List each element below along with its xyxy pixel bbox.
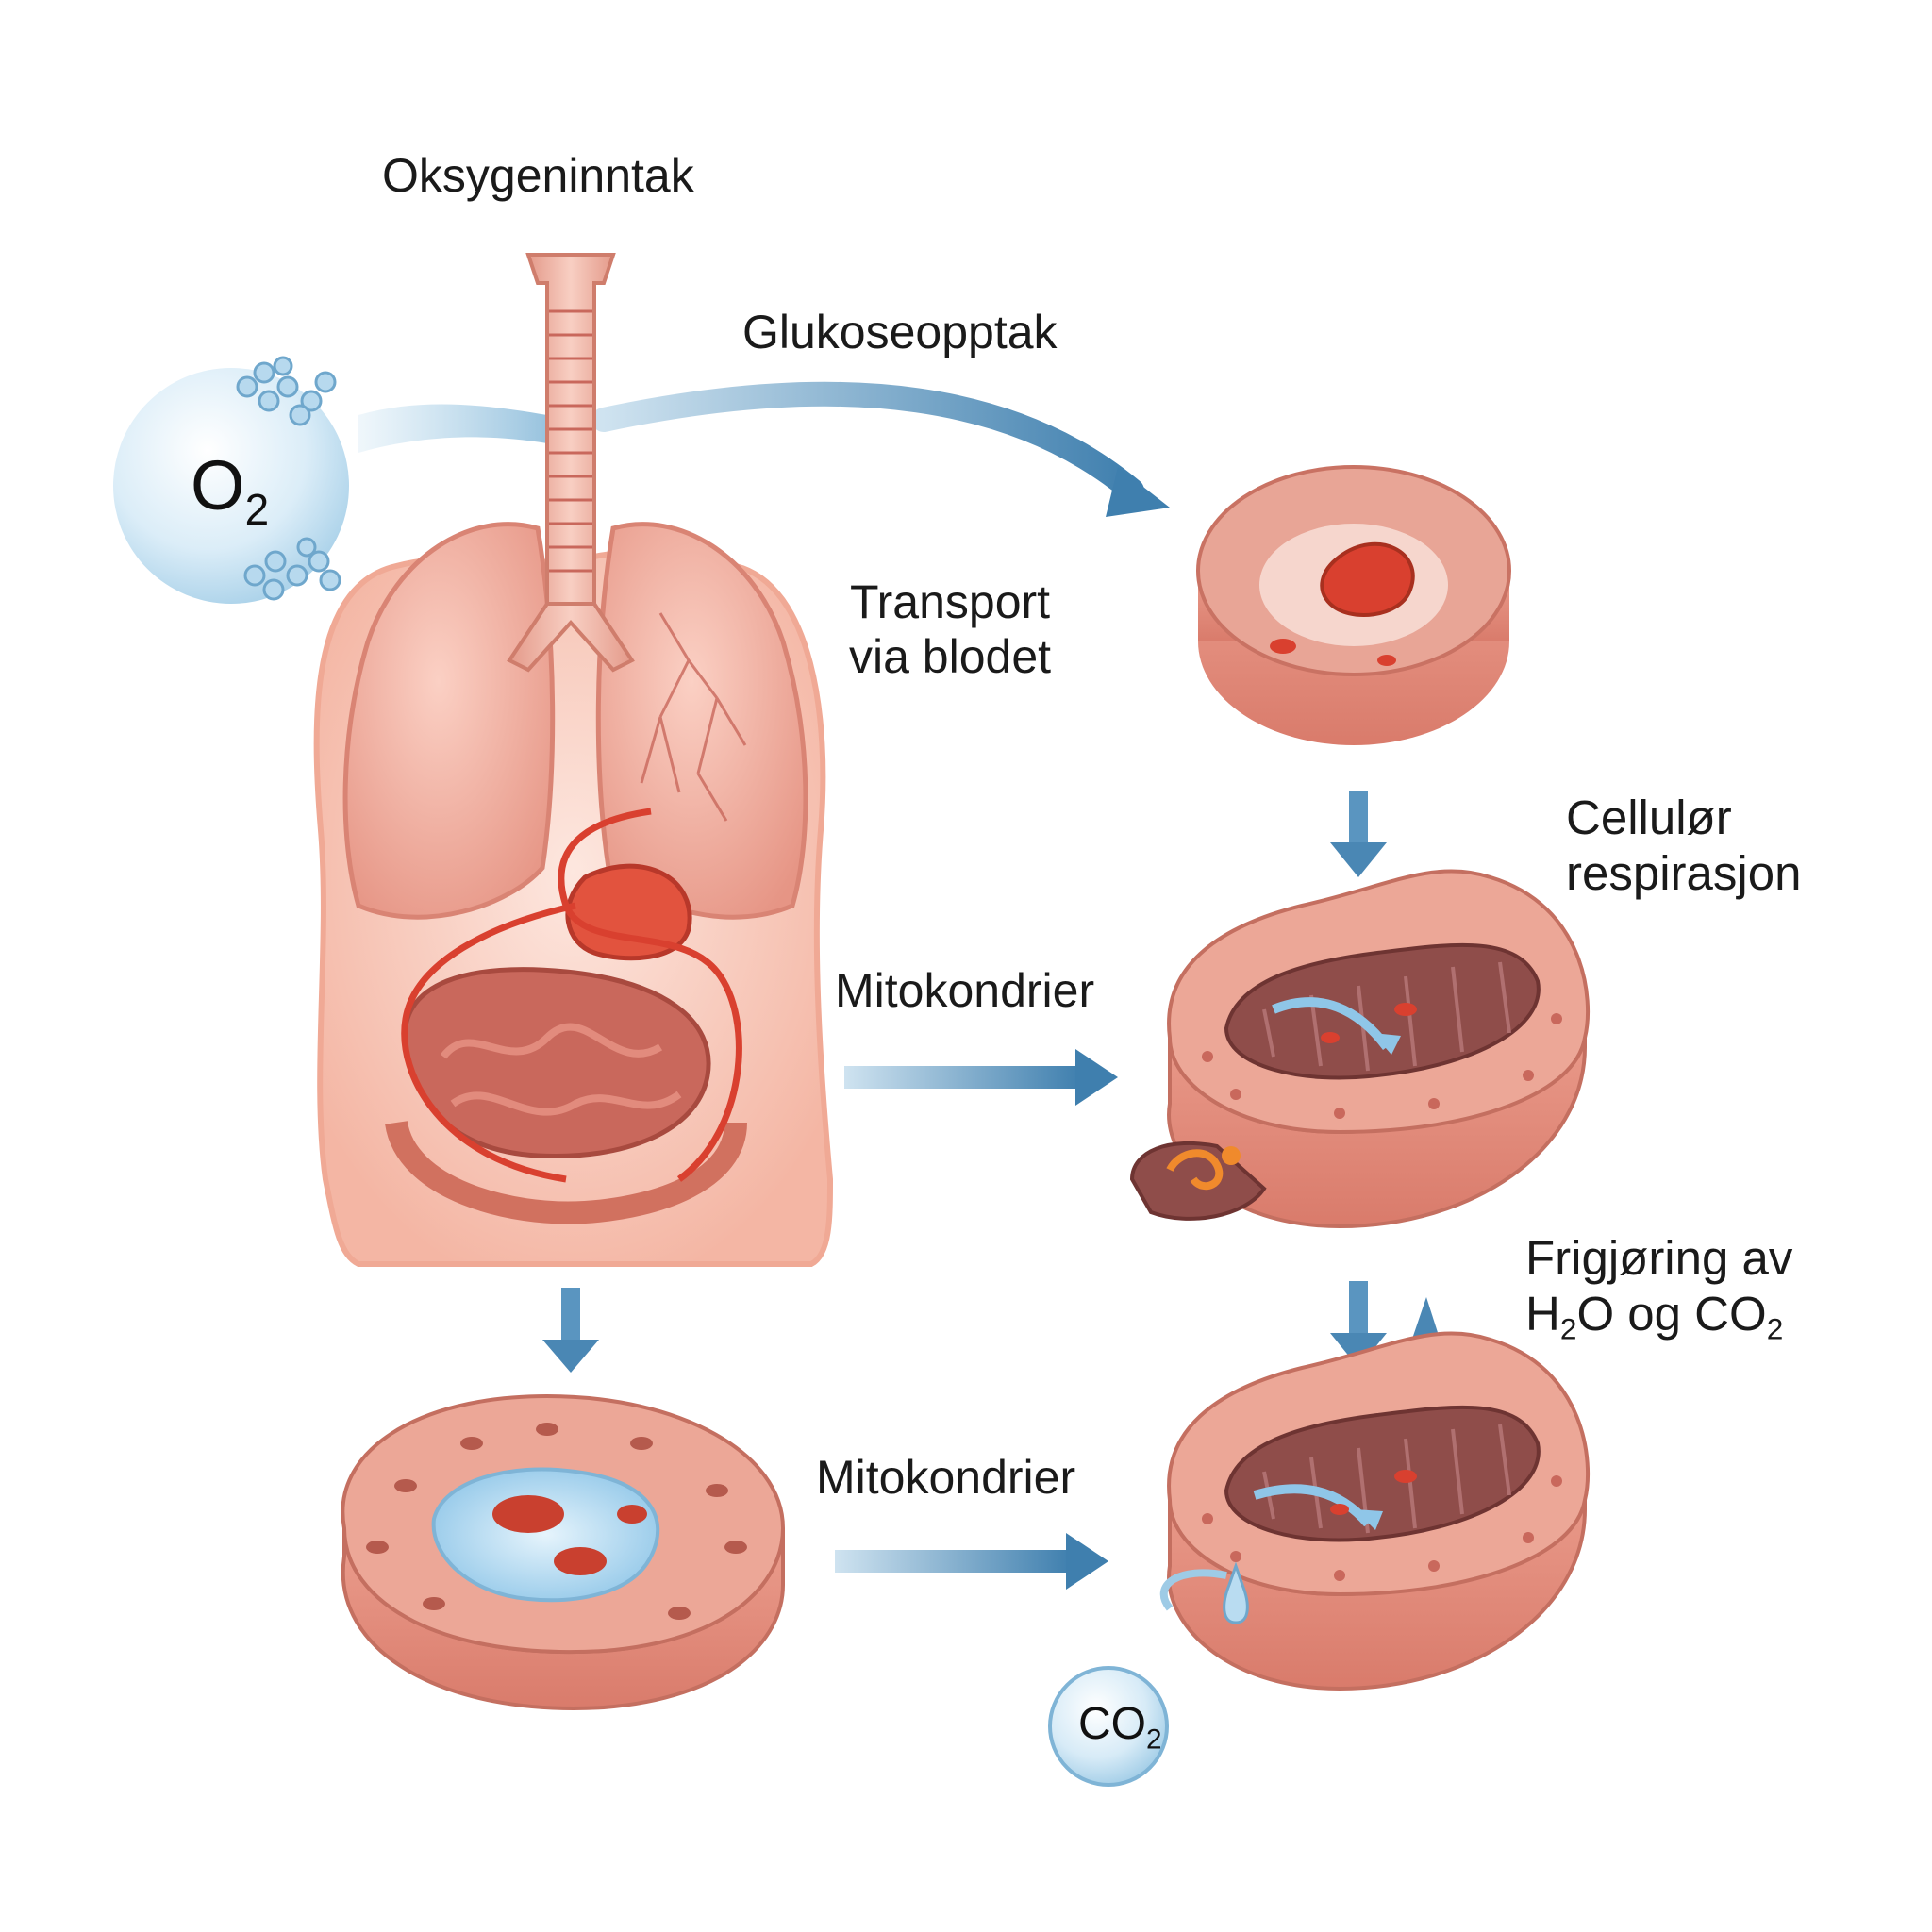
label-transport: Transport via blodet [849,575,1051,684]
label-mitochondria-lower: Mitokondrier [816,1451,1076,1504]
label-release: Frigjøring av H2O og CO2 [1525,1231,1792,1345]
cell-top-right [1196,465,1511,745]
glucose-arrow [591,381,1170,517]
oxygen-bubble [113,356,547,604]
blood-vessels [401,808,742,1183]
o2-symbol: O2 [191,445,269,535]
molecule-cluster-bottom [243,537,341,601]
label-cellular-line2: respirasjon [1566,845,1802,900]
label-cellular-line1: Cellulør [1566,791,1732,844]
label-transport-line1: Transport [849,575,1051,628]
down-arrow-right-upper [1330,791,1387,877]
label-cellular-respiration: Cellulør respirasjon [1566,791,1801,901]
cell-lower-left [341,1393,786,1710]
release-co2-sub: 2 [1766,1311,1784,1346]
mitochondrion-lower [1159,1331,1591,1691]
down-arrow-left [542,1288,599,1373]
release-h2o-sub: 2 [1559,1311,1577,1346]
left-lung [342,522,556,920]
label-mitochondria-upper: Mitokondrier [835,964,1095,1017]
molecule-cluster-top [236,356,337,426]
co2-bubble [1048,1666,1169,1787]
label-oxygen-intake: Oksygeninntak [382,149,694,202]
arrow-mito-lower [835,1533,1108,1590]
nucleus [1320,541,1415,617]
stomach [565,863,692,961]
intestines [385,967,747,1224]
co2-main: CO [1078,1699,1146,1749]
release-o-og-co: O og CO [1576,1286,1767,1341]
human-torso [313,253,834,1267]
release-h: H [1525,1286,1560,1341]
o2-main: O [191,446,245,525]
right-lung [595,522,808,920]
trachea [507,253,635,673]
label-glucose-uptake: Glukoseopptak [742,306,1058,358]
bronchi-branches [640,612,747,822]
label-transport-line2: via blodet [849,629,1052,683]
water-droplet [1223,1561,1249,1624]
co2-symbol: CO2 [1078,1698,1162,1756]
co2-sub: 2 [1146,1724,1162,1756]
arrow-mito-upper [844,1049,1118,1106]
mitochondrion-upper [1129,869,1591,1229]
down-arrow-right-lower [1330,1281,1387,1368]
label-release-line1: Frigjøring av [1525,1231,1793,1285]
label-release-line2: H2O og CO2 [1525,1287,1792,1346]
o2-sub: 2 [244,485,270,535]
